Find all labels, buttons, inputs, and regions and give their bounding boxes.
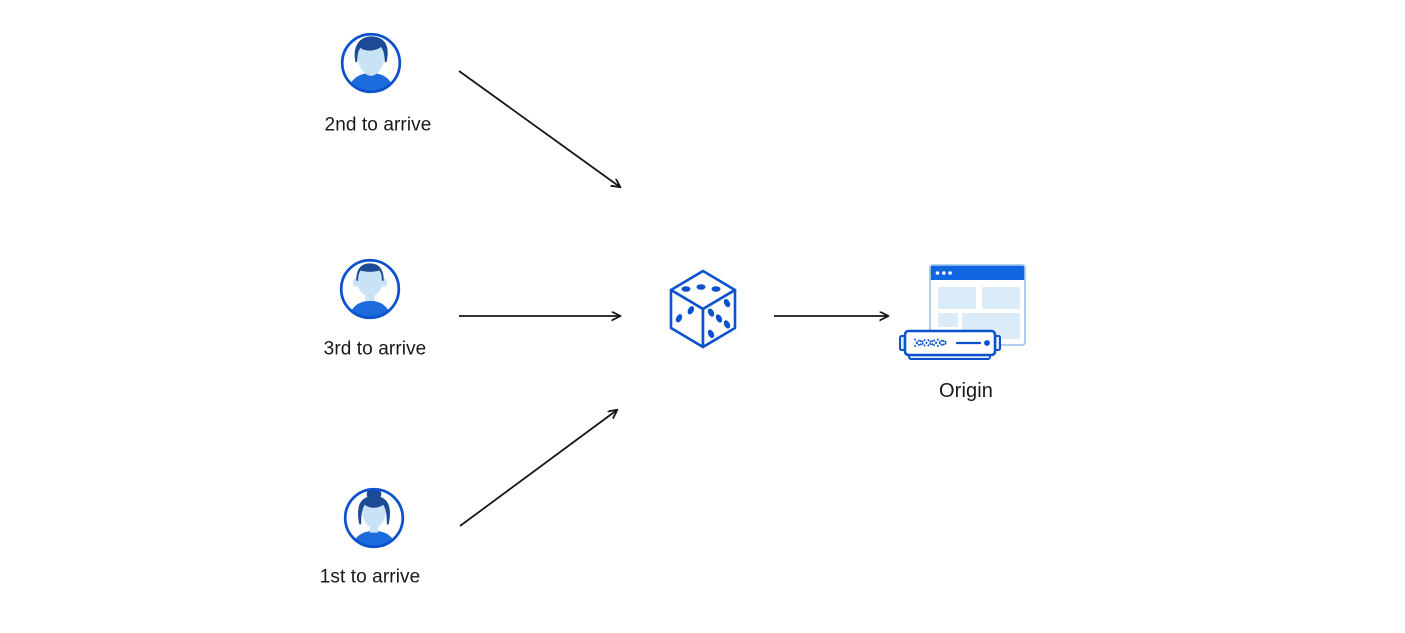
avatar-figure — [346, 263, 394, 318]
arrow-client-1st-to-dice — [459, 410, 617, 527]
window-buttons-dots — [935, 271, 952, 275]
male-user-swept-hair-avatar-icon — [340, 32, 402, 94]
female-user-bun-avatar-icon — [343, 487, 405, 549]
client-label-2nd: 2nd to arrive — [324, 114, 432, 136]
window-content-blocks — [938, 287, 1020, 339]
window-title-bar — [930, 265, 1025, 280]
server-indicator-dot — [984, 340, 990, 346]
avatar-figure — [345, 36, 397, 92]
arrow-client-2nd-to-dice — [458, 70, 620, 187]
origin-label: Origin — [939, 380, 993, 402]
client-label-3rd: 3rd to arrive — [323, 338, 427, 360]
dice-icon — [669, 269, 737, 349]
male-user-flat-top-avatar-icon — [339, 258, 401, 320]
browser-window-icon — [929, 264, 1026, 346]
server-dot-pattern — [914, 337, 949, 348]
dice-pips — [675, 284, 731, 339]
origin-node-icon — [899, 264, 1026, 360]
client-label-1st: 1st to arrive — [319, 566, 421, 588]
server-icon — [899, 329, 1001, 360]
